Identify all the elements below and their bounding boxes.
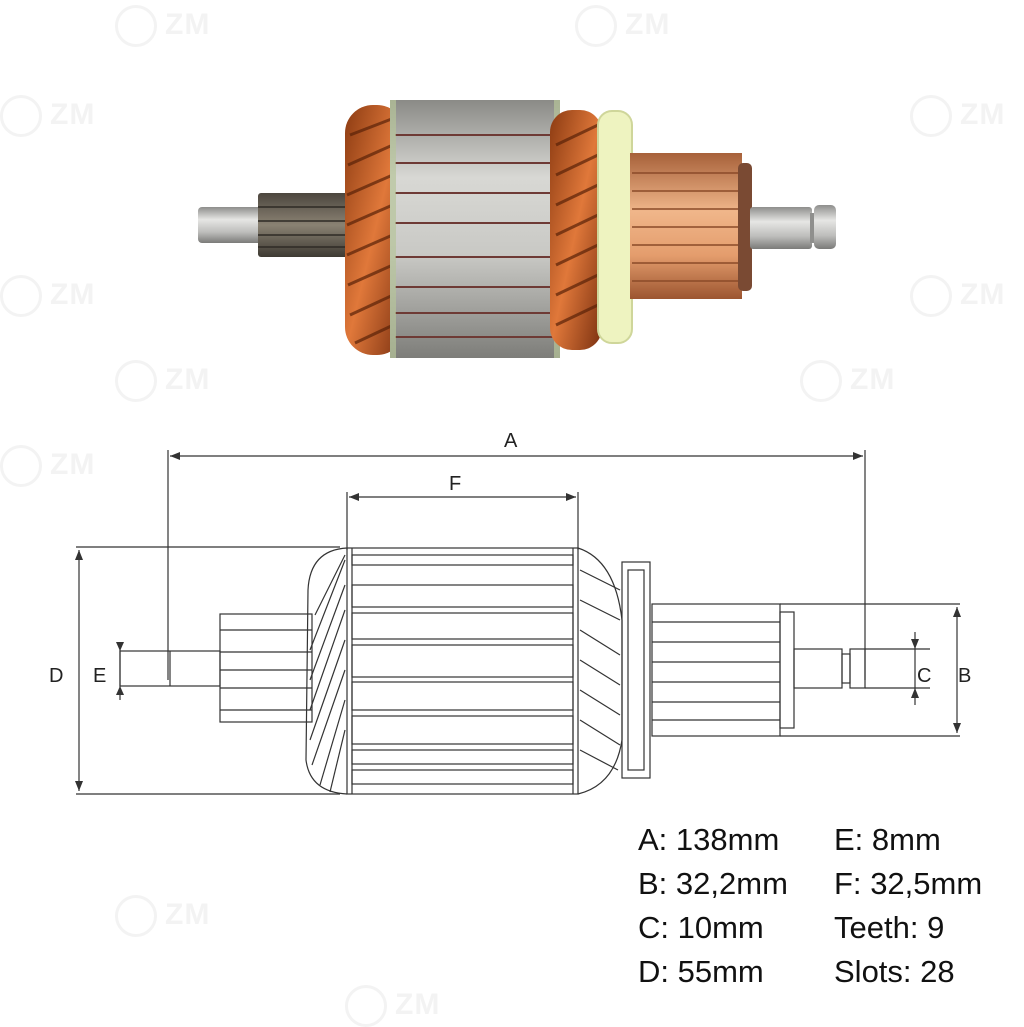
watermark-logo: ZM <box>0 95 95 137</box>
label-b: B <box>958 665 971 687</box>
watermark-logo: ZM <box>575 5 670 47</box>
spec-teeth: Teeth: 9 <box>834 910 945 945</box>
watermark-ring-icon <box>345 985 387 1027</box>
armature-photo <box>198 100 836 358</box>
watermark-ring-icon <box>800 360 842 402</box>
pinion-gear <box>258 193 350 257</box>
spec-f: F: 32,5mm <box>834 866 983 901</box>
spec-e: E: 8mm <box>834 822 941 857</box>
drawing-right-shaft <box>793 648 843 689</box>
right-windings <box>550 110 602 350</box>
label-d: D <box>49 665 63 687</box>
right-shaft <box>750 207 812 249</box>
armature-core <box>390 100 560 358</box>
label-a: A <box>504 430 518 452</box>
spec-b: B: 32,2mm <box>638 866 788 901</box>
drawing-core <box>346 547 579 795</box>
drawing-left-windings <box>305 547 348 795</box>
drawing-pinion <box>219 613 313 723</box>
watermark-ring-icon <box>0 445 42 487</box>
watermark-ring-icon <box>910 275 952 317</box>
watermark-ring-icon <box>115 360 157 402</box>
commutator <box>630 153 742 299</box>
insulator-ring <box>597 110 633 344</box>
label-c: C <box>917 665 931 687</box>
watermark-logo: ZM <box>115 5 210 47</box>
watermark-logo: ZM <box>800 360 895 402</box>
watermark-logo: ZM <box>910 95 1005 137</box>
watermark-ring-icon <box>115 5 157 47</box>
left-shaft <box>198 207 262 243</box>
watermark-logo: ZM <box>115 360 210 402</box>
commutator-end <box>738 163 752 291</box>
watermark-logo: ZM <box>345 985 440 1027</box>
watermark-ring-icon <box>575 5 617 47</box>
drawing-commutator <box>651 603 781 737</box>
spec-d: D: 55mm <box>638 954 764 989</box>
label-e: E <box>93 665 106 687</box>
watermark-ring-icon <box>910 95 952 137</box>
drawing-right-windings <box>577 547 623 795</box>
watermark-ring-icon <box>0 275 42 317</box>
spec-a: A: 138mm <box>638 822 780 857</box>
watermark-ring-icon <box>0 95 42 137</box>
spec-c: C: 10mm <box>638 910 764 945</box>
spec-list: A: 138mm E: 8mm B: 32,2mm F: 32,5mm C: 1… <box>638 820 1018 992</box>
label-f: F <box>449 473 461 495</box>
watermark-logo: ZM <box>910 275 1005 317</box>
watermark-logo: ZM <box>115 895 210 937</box>
dimension-drawing: A F D E C B <box>49 430 971 795</box>
drawing-insulator <box>621 561 651 779</box>
watermark-logo: ZM <box>0 445 95 487</box>
watermark-ring-icon <box>115 895 157 937</box>
spec-slots: Slots: 28 <box>834 954 955 989</box>
watermark-logo: ZM <box>0 275 95 317</box>
